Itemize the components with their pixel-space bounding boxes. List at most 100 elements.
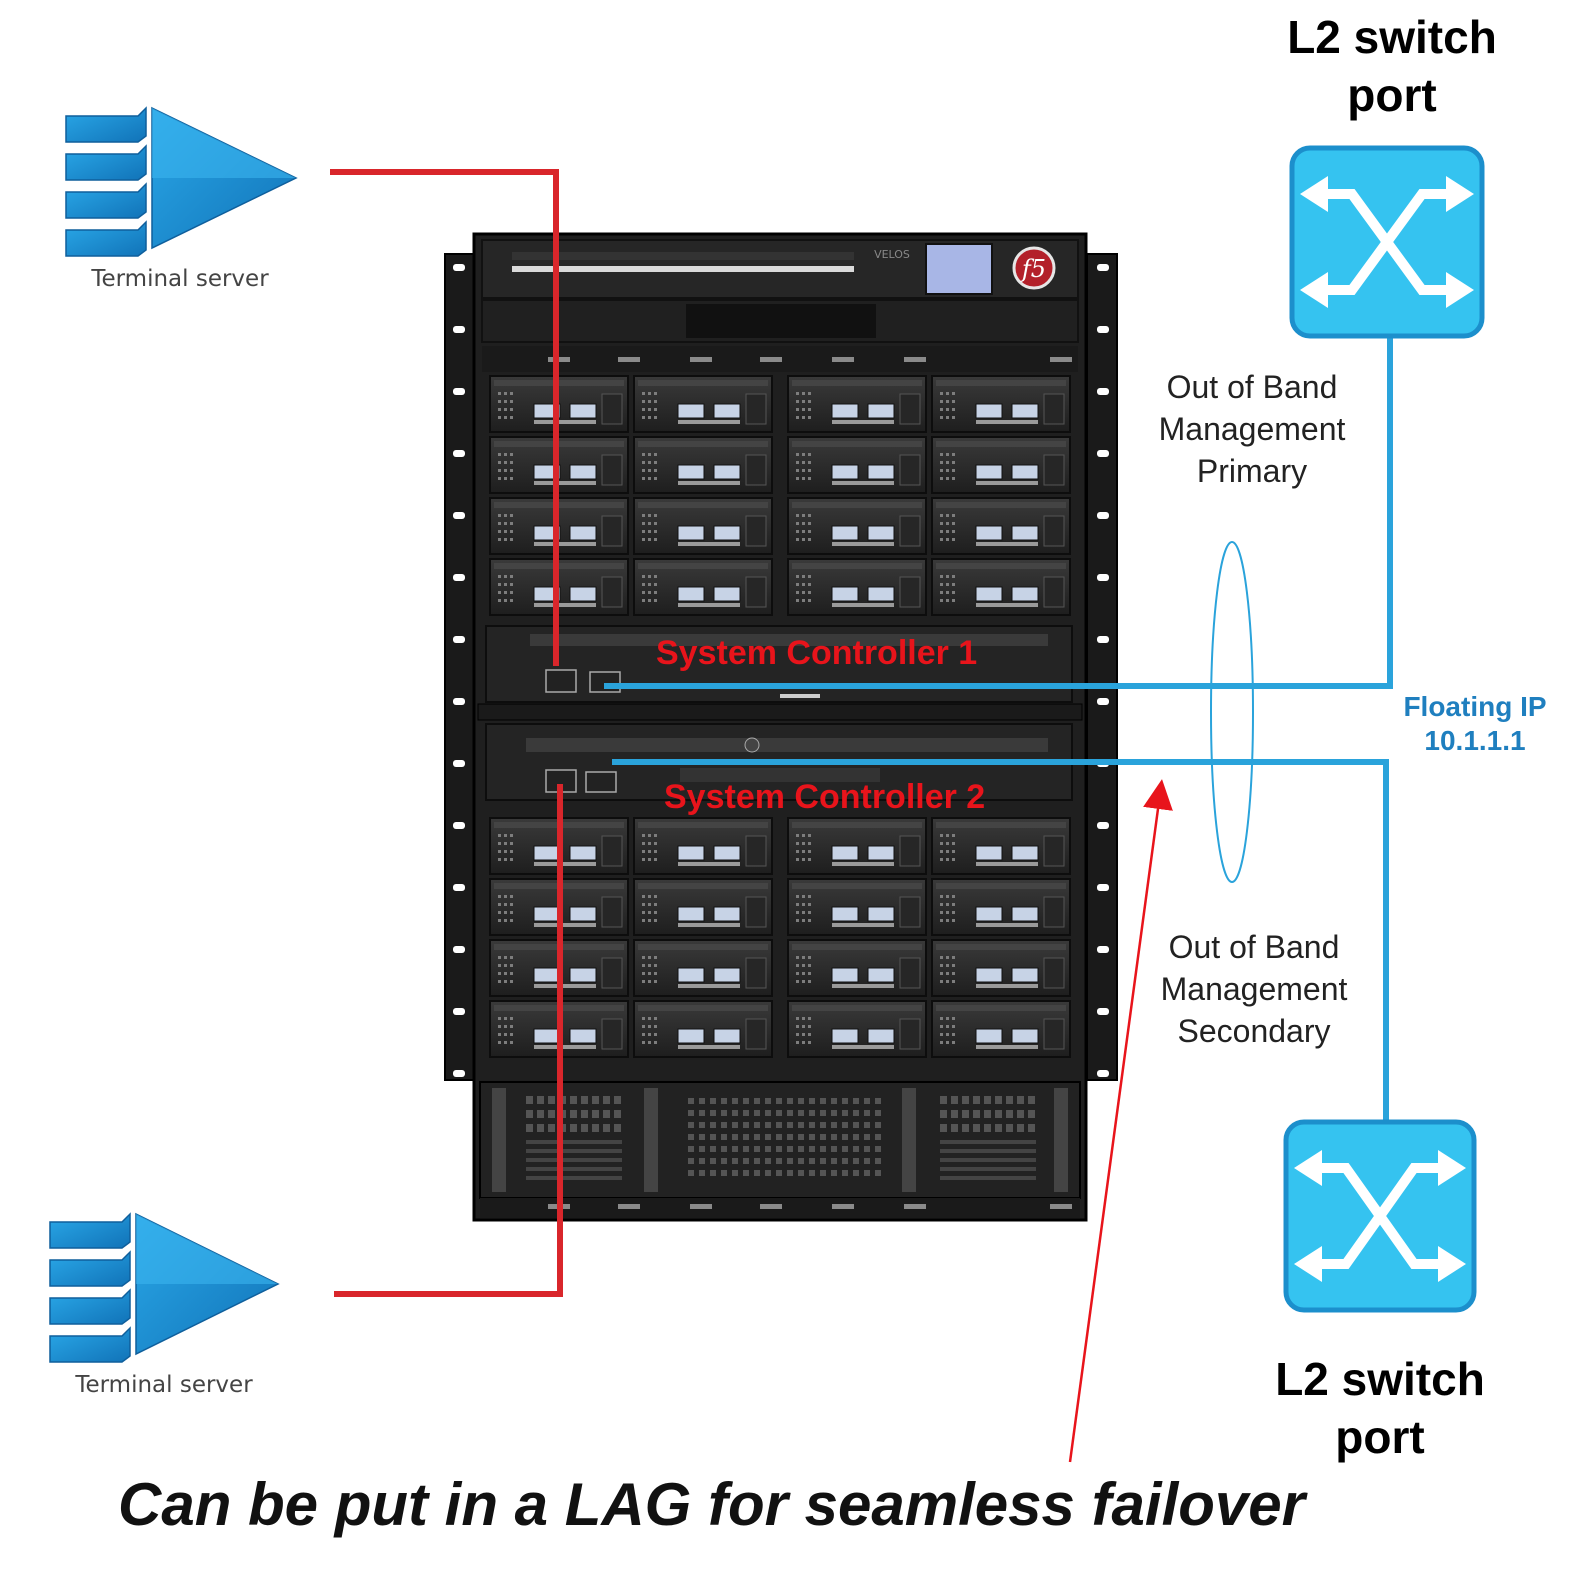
fan-vent <box>809 1146 815 1152</box>
lag-caption: Can be put in a LAG for seamless failove… <box>118 1471 1305 1538</box>
chassis-indicator <box>1050 357 1072 362</box>
rack-ear-hole <box>1097 326 1109 333</box>
rack-ear-hole <box>453 264 465 271</box>
fan-vent <box>688 1122 694 1128</box>
floating-ip-line2: 10.1.1.1 <box>1424 725 1526 756</box>
fan-vent <box>721 1098 727 1104</box>
fan-vent <box>798 1146 804 1152</box>
fan-vent <box>842 1098 848 1104</box>
blade-module <box>931 436 1071 494</box>
psu-vent <box>603 1124 610 1132</box>
chassis-indicator <box>760 1204 782 1209</box>
psu-vent <box>1017 1096 1024 1104</box>
rack-ear-hole <box>453 326 465 333</box>
fan-vent <box>699 1110 705 1116</box>
oob-secondary-line2: Management <box>1160 971 1348 1007</box>
psu-vent <box>940 1096 947 1104</box>
fan-vent <box>776 1146 782 1152</box>
psu-vent <box>951 1110 958 1118</box>
psu-grille <box>940 1140 1036 1144</box>
fan-vent <box>754 1110 760 1116</box>
psu-grille <box>526 1140 622 1144</box>
fan-vent <box>754 1122 760 1128</box>
fan-vent <box>798 1110 804 1116</box>
oob-primary-line2: Management <box>1158 411 1346 447</box>
fan-vent <box>842 1170 848 1176</box>
fan-vent <box>864 1098 870 1104</box>
blade-module <box>787 436 927 494</box>
system-controller-2-label: System Controller 2 <box>664 778 986 816</box>
psu-vent <box>1017 1110 1024 1118</box>
fan-vent <box>875 1146 881 1152</box>
switch-bottom-title: L2 switch port <box>1250 1350 1510 1466</box>
rack-ear-hole <box>453 512 465 519</box>
fan-vent <box>699 1170 705 1176</box>
fan-vent <box>721 1158 727 1164</box>
rack-ear-hole <box>1097 264 1109 271</box>
fan-vent <box>820 1110 826 1116</box>
psu-vent <box>548 1110 555 1118</box>
psu-vent <box>614 1096 621 1104</box>
rack-ear-hole <box>1097 1070 1109 1077</box>
psu-vent <box>526 1124 533 1132</box>
blade-module <box>931 878 1071 936</box>
fan-vent <box>754 1098 760 1104</box>
fan-vent <box>853 1134 859 1140</box>
oob-primary-line1: Out of Band <box>1166 369 1338 405</box>
psu-vent <box>537 1124 544 1132</box>
fan-vent <box>798 1158 804 1164</box>
fan-vent <box>853 1110 859 1116</box>
fan-vent <box>798 1170 804 1176</box>
fan-vent <box>732 1158 738 1164</box>
fan-vent <box>721 1134 727 1140</box>
psu-vent <box>570 1096 577 1104</box>
rack-ear-hole <box>453 760 465 767</box>
rack-ear-hole <box>1097 822 1109 829</box>
fan-vent <box>864 1158 870 1164</box>
fan-vent <box>787 1110 793 1116</box>
fan-vent <box>820 1098 826 1104</box>
fan-vent <box>754 1146 760 1152</box>
psu-vent <box>592 1096 599 1104</box>
psu-vent <box>548 1124 555 1132</box>
fan-vent <box>721 1122 727 1128</box>
fan-vent <box>688 1158 694 1164</box>
fan-vent <box>765 1158 771 1164</box>
fan-vent <box>710 1146 716 1152</box>
blade-module <box>931 375 1071 433</box>
fan-vent <box>842 1110 848 1116</box>
rack-ear-hole <box>453 574 465 581</box>
fan-vent <box>776 1158 782 1164</box>
blade-module <box>931 1000 1071 1058</box>
fan-vent <box>743 1122 749 1128</box>
fan-vent <box>875 1158 881 1164</box>
psu-vent <box>570 1124 577 1132</box>
psu-grille <box>940 1176 1036 1180</box>
lag-ellipse <box>1210 541 1254 883</box>
psu-vent <box>581 1124 588 1132</box>
switch-top-title: L2 switch port <box>1262 8 1522 124</box>
psu-vent <box>526 1096 533 1104</box>
fan-vent <box>743 1170 749 1176</box>
fan-vent <box>809 1134 815 1140</box>
fan-vent <box>765 1122 771 1128</box>
psu-vent <box>973 1110 980 1118</box>
terminal-server-top-label: Terminal server <box>91 266 269 292</box>
system-controller-1-label: System Controller 1 <box>656 634 978 672</box>
psu-vent <box>614 1124 621 1132</box>
rack-ear-hole <box>1097 946 1109 953</box>
fan-vent <box>875 1098 881 1104</box>
console-cable-bottom <box>334 784 563 1297</box>
psu-grille <box>940 1158 1036 1162</box>
psu-vent <box>592 1110 599 1118</box>
rack-ear-hole <box>453 1070 465 1077</box>
psu-vent <box>951 1096 958 1104</box>
fan-vent <box>809 1158 815 1164</box>
blade-module <box>931 497 1071 555</box>
fan-vent <box>787 1158 793 1164</box>
fan-vent <box>732 1122 738 1128</box>
fan-vent <box>765 1098 771 1104</box>
blade-module <box>787 375 927 433</box>
rack-ear-hole <box>1097 512 1109 519</box>
